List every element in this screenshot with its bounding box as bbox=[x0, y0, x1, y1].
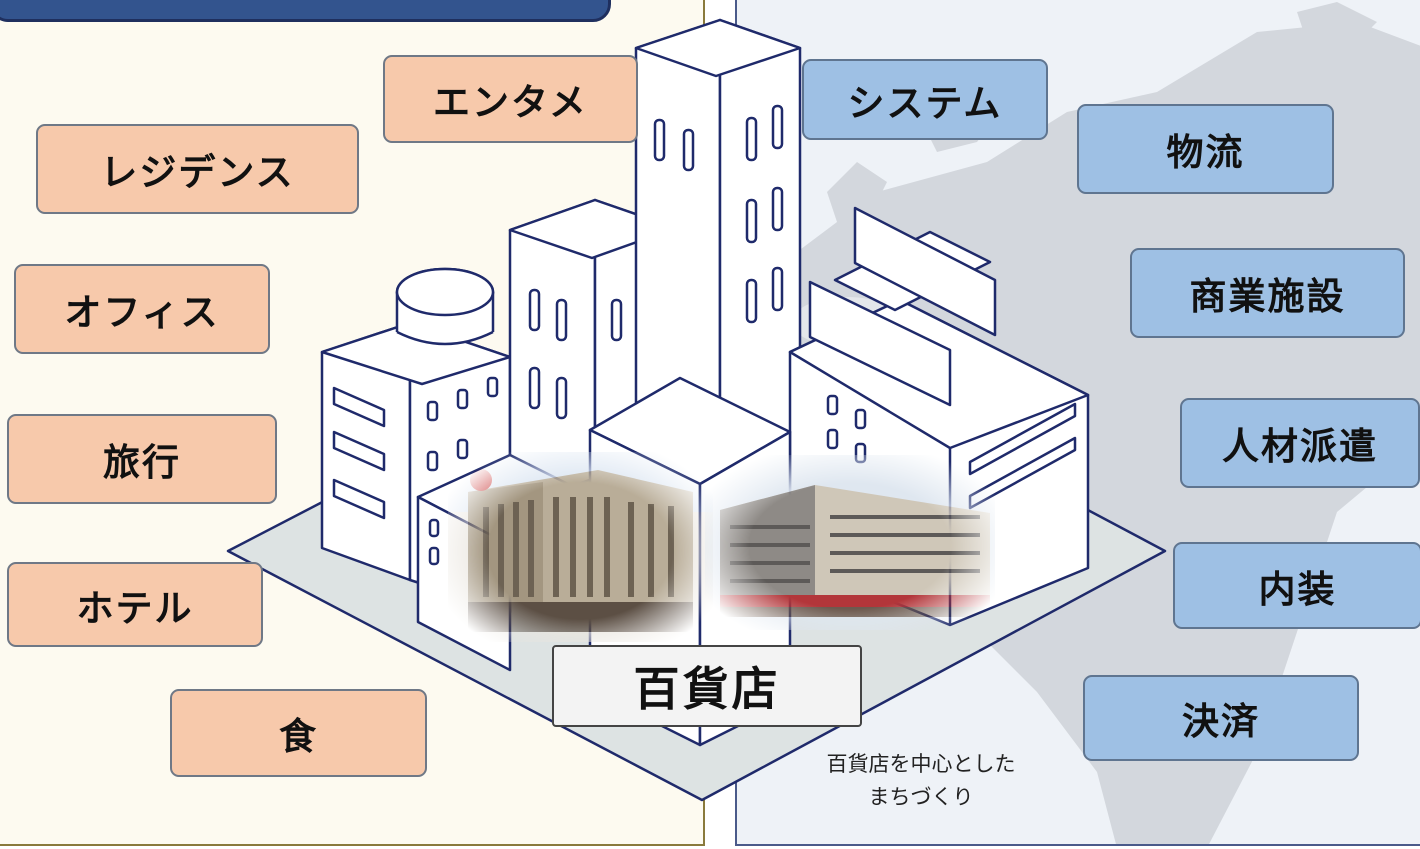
center-caption: 百貨店を中心とした まちづくり bbox=[790, 748, 1052, 814]
service-tag-logistics: 物流 bbox=[1077, 104, 1334, 194]
service-tag-interior: 内装 bbox=[1173, 542, 1420, 629]
service-tag-food: 食 bbox=[170, 689, 427, 777]
department-store-label: 百貨店 bbox=[552, 645, 862, 727]
department-store-photo-icon bbox=[448, 452, 713, 642]
service-tag-entertainment: エンタメ bbox=[383, 55, 638, 143]
caption-line-1: 百貨店を中心とした bbox=[826, 752, 1016, 776]
caption-line-2: まちづくり bbox=[868, 785, 974, 809]
service-tag-hotel: ホテル bbox=[7, 562, 263, 647]
service-tag-staffing: 人材派遣 bbox=[1180, 398, 1420, 488]
service-tag-travel: 旅行 bbox=[7, 414, 277, 504]
header-tab bbox=[0, 0, 611, 22]
service-tag-residence: レジデンス bbox=[36, 124, 359, 214]
service-tag-payment: 決済 bbox=[1083, 675, 1359, 761]
service-tag-office: オフィス bbox=[14, 264, 270, 354]
department-store-photo-icon bbox=[705, 455, 995, 630]
service-tag-system: システム bbox=[802, 59, 1048, 140]
service-tag-commercial-facility: 商業施設 bbox=[1130, 248, 1405, 338]
